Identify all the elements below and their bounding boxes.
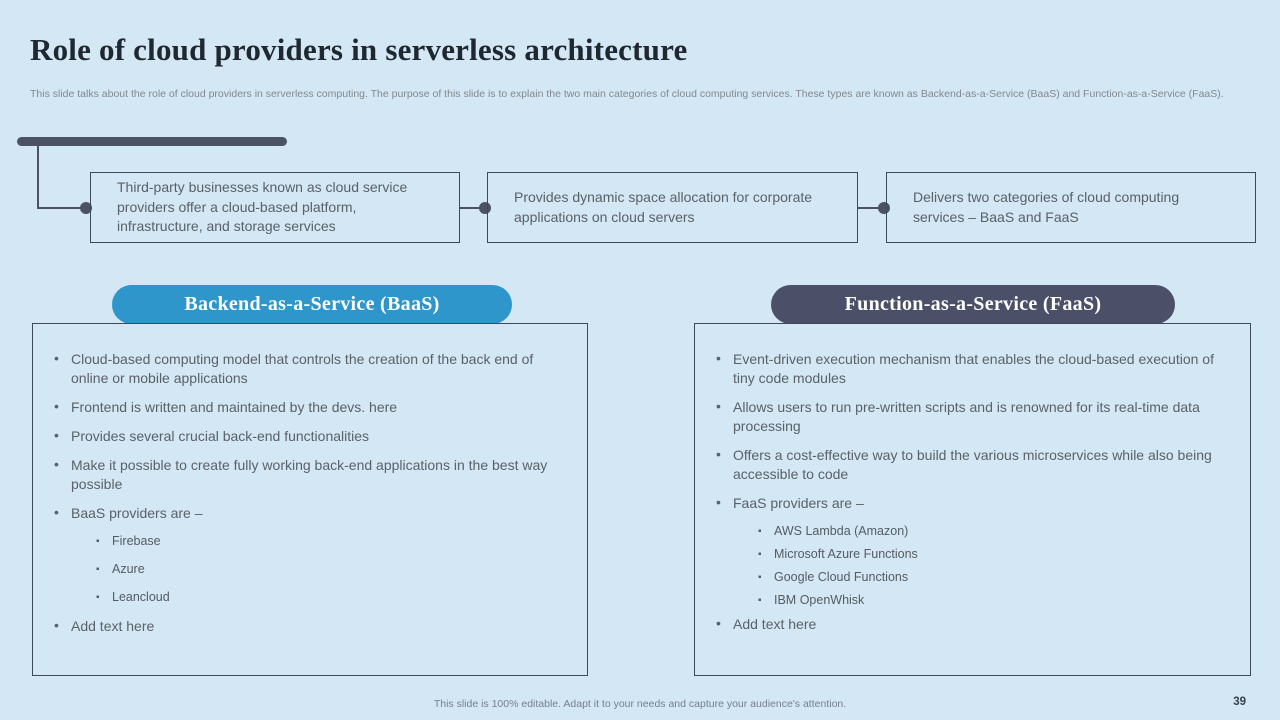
section-header-faas-label: Function-as-a-Service (FaaS) bbox=[844, 293, 1102, 315]
list-item-text: Allows users to run pre-written scripts … bbox=[733, 399, 1200, 434]
flow-box-2: Provides dynamic space allocation for co… bbox=[487, 172, 858, 243]
baas-bullet-list: Cloud-based computing model that control… bbox=[33, 324, 587, 646]
list-item: Make it possible to create fully working… bbox=[54, 455, 573, 494]
list-item-text: BaaS providers are – bbox=[71, 505, 203, 521]
list-item: Offers a cost-effective way to build the… bbox=[716, 445, 1236, 484]
list-item: Microsoft Azure Functions bbox=[758, 546, 1236, 563]
list-item: Event-driven execution mechanism that en… bbox=[716, 349, 1236, 388]
list-item-text: Event-driven execution mechanism that en… bbox=[733, 351, 1214, 386]
list-item-text: Add text here bbox=[71, 618, 155, 634]
content-box-faas: Event-driven execution mechanism that en… bbox=[694, 323, 1251, 676]
list-item-text: Offers a cost-effective way to build the… bbox=[733, 447, 1212, 482]
connector-dot-3 bbox=[878, 202, 890, 214]
connector-line-3 bbox=[858, 207, 886, 209]
list-item-text: Cloud-based computing model that control… bbox=[71, 351, 534, 386]
list-item: Allows users to run pre-written scripts … bbox=[716, 397, 1236, 436]
slide-title: Role of cloud providers in serverless ar… bbox=[30, 32, 688, 67]
connector-dot-1 bbox=[80, 202, 92, 214]
faas-bullet-list: Event-driven execution mechanism that en… bbox=[695, 324, 1250, 644]
section-header-baas-label: Backend-as-a-Service (BaaS) bbox=[184, 293, 440, 315]
list-item: AWS Lambda (Amazon) bbox=[758, 523, 1236, 540]
list-item: Azure bbox=[96, 561, 573, 578]
list-item-text: AWS Lambda (Amazon) bbox=[774, 524, 909, 538]
accent-bar bbox=[17, 137, 287, 146]
content-box-baas: Cloud-based computing model that control… bbox=[32, 323, 588, 676]
list-item: Firebase bbox=[96, 533, 573, 550]
list-item-text: IBM OpenWhisk bbox=[774, 593, 865, 607]
flow-box-3: Delivers two categories of cloud computi… bbox=[886, 172, 1256, 243]
list-item: Cloud-based computing model that control… bbox=[54, 349, 573, 388]
flow-box-1-text: Third-party businesses known as cloud se… bbox=[117, 179, 408, 235]
list-item-text: Make it possible to create fully working… bbox=[71, 457, 548, 492]
flow-box-1: Third-party businesses known as cloud se… bbox=[90, 172, 460, 243]
section-header-baas: Backend-as-a-Service (BaaS) bbox=[112, 285, 512, 324]
connector-line-2 bbox=[460, 207, 487, 209]
list-item: Frontend is written and maintained by th… bbox=[54, 397, 573, 417]
list-item: Add text here bbox=[54, 616, 573, 636]
list-item: FaaS providers are – bbox=[716, 493, 1236, 513]
list-item-text: Microsoft Azure Functions bbox=[774, 547, 918, 561]
list-item-text: Leancloud bbox=[112, 590, 170, 604]
list-item: IBM OpenWhisk bbox=[758, 592, 1236, 609]
flow-box-2-text: Provides dynamic space allocation for co… bbox=[514, 189, 813, 225]
list-item-text: Add text here bbox=[733, 616, 817, 632]
footer-note: This slide is 100% editable. Adapt it to… bbox=[433, 698, 847, 710]
list-item-text: Azure bbox=[112, 562, 145, 576]
slide-subtitle: This slide talks about the role of cloud… bbox=[30, 88, 1224, 100]
list-item: Leancloud bbox=[96, 589, 573, 606]
list-item: Provides several crucial back-end functi… bbox=[54, 426, 573, 446]
page-number: 39 bbox=[1233, 696, 1246, 708]
connector-line-vertical bbox=[37, 146, 39, 209]
list-item-text: Frontend is written and maintained by th… bbox=[71, 399, 398, 415]
list-item-text: FaaS providers are – bbox=[733, 495, 864, 511]
list-item: Google Cloud Functions bbox=[758, 569, 1236, 586]
flow-box-3-text: Delivers two categories of cloud computi… bbox=[913, 189, 1180, 225]
section-header-faas: Function-as-a-Service (FaaS) bbox=[771, 285, 1175, 324]
list-item: BaaS providers are – bbox=[54, 503, 573, 523]
list-item-text: Firebase bbox=[112, 534, 161, 548]
list-item: Add text here bbox=[716, 614, 1236, 634]
connector-line-1 bbox=[37, 207, 83, 209]
list-item-text: Google Cloud Functions bbox=[774, 570, 909, 584]
connector-dot-2 bbox=[479, 202, 491, 214]
list-item-text: Provides several crucial back-end functi… bbox=[71, 428, 370, 444]
